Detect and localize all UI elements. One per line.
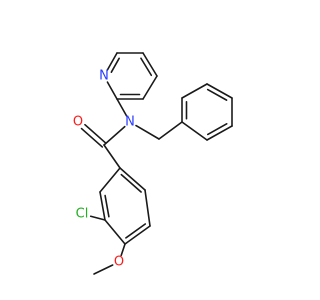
n-carbonyl-bond	[103, 125, 126, 146]
chloro-methoxy-phenyl-bond-1	[99, 191, 106, 221]
molecule-structure: N N O Cl O	[73, 52, 233, 275]
carbonyl-ring-bond	[103, 144, 121, 169]
n-ch2-bond	[135, 124, 160, 140]
chloro-methoxy-phenyl-bond-5	[119, 167, 146, 191]
chloro-methoxy-phenyl-bond-4	[144, 189, 151, 227]
pyridine-bond-5	[106, 81, 118, 100]
benzyl-phenyl-bond-2	[206, 83, 233, 99]
chloro-methoxy-phenyl-bond-2	[104, 219, 126, 245]
ch2-phenyl-bond	[158, 121, 183, 140]
pyridine-bond-2	[142, 52, 158, 77]
pyridine-bond-2-inner	[140, 57, 153, 77]
atom-labels: N N O Cl O	[73, 69, 135, 270]
bond-lines	[80, 52, 233, 275]
carbonyl-double-bond-a	[84, 123, 107, 144]
benzyl-phenyl-bond-5	[181, 121, 208, 141]
chloro-methoxy-phenyl-bond-1-inner	[104, 194, 110, 218]
chloro-methoxy-phenyl-bond-5-inner	[120, 173, 142, 193]
c-o-bond	[120, 243, 126, 257]
benzyl-phenyl-bond-4-inner	[207, 123, 228, 136]
pyridine-bond-0-inner	[110, 57, 120, 73]
benzyl-phenyl-bond-2-inner	[206, 88, 228, 101]
methoxy-oxygen-label: O	[114, 255, 124, 270]
carbonyl-double-bond-b	[80, 127, 104, 148]
o-methyl-bond	[93, 264, 114, 275]
pyridyl-n-bond	[116, 98, 128, 117]
c-cl-bond	[89, 215, 106, 221]
amide-nitrogen-label: N	[125, 115, 135, 130]
benzyl-phenyl-bond-4	[206, 125, 233, 141]
pyridine-nitrogen-label: N	[99, 69, 109, 84]
pyridine-bond-0	[106, 52, 118, 71]
pyridine-bond-3	[142, 75, 158, 100]
chloro-methoxy-phenyl-bond-3	[124, 225, 151, 245]
chloro-methoxy-phenyl-bond-0	[99, 167, 121, 193]
chlorine-label: Cl	[76, 207, 89, 222]
carbonyl-oxygen-label: O	[73, 115, 83, 130]
chloro-methoxy-phenyl-bond-3-inner	[125, 223, 147, 239]
benzyl-phenyl-bond-1	[181, 83, 208, 99]
